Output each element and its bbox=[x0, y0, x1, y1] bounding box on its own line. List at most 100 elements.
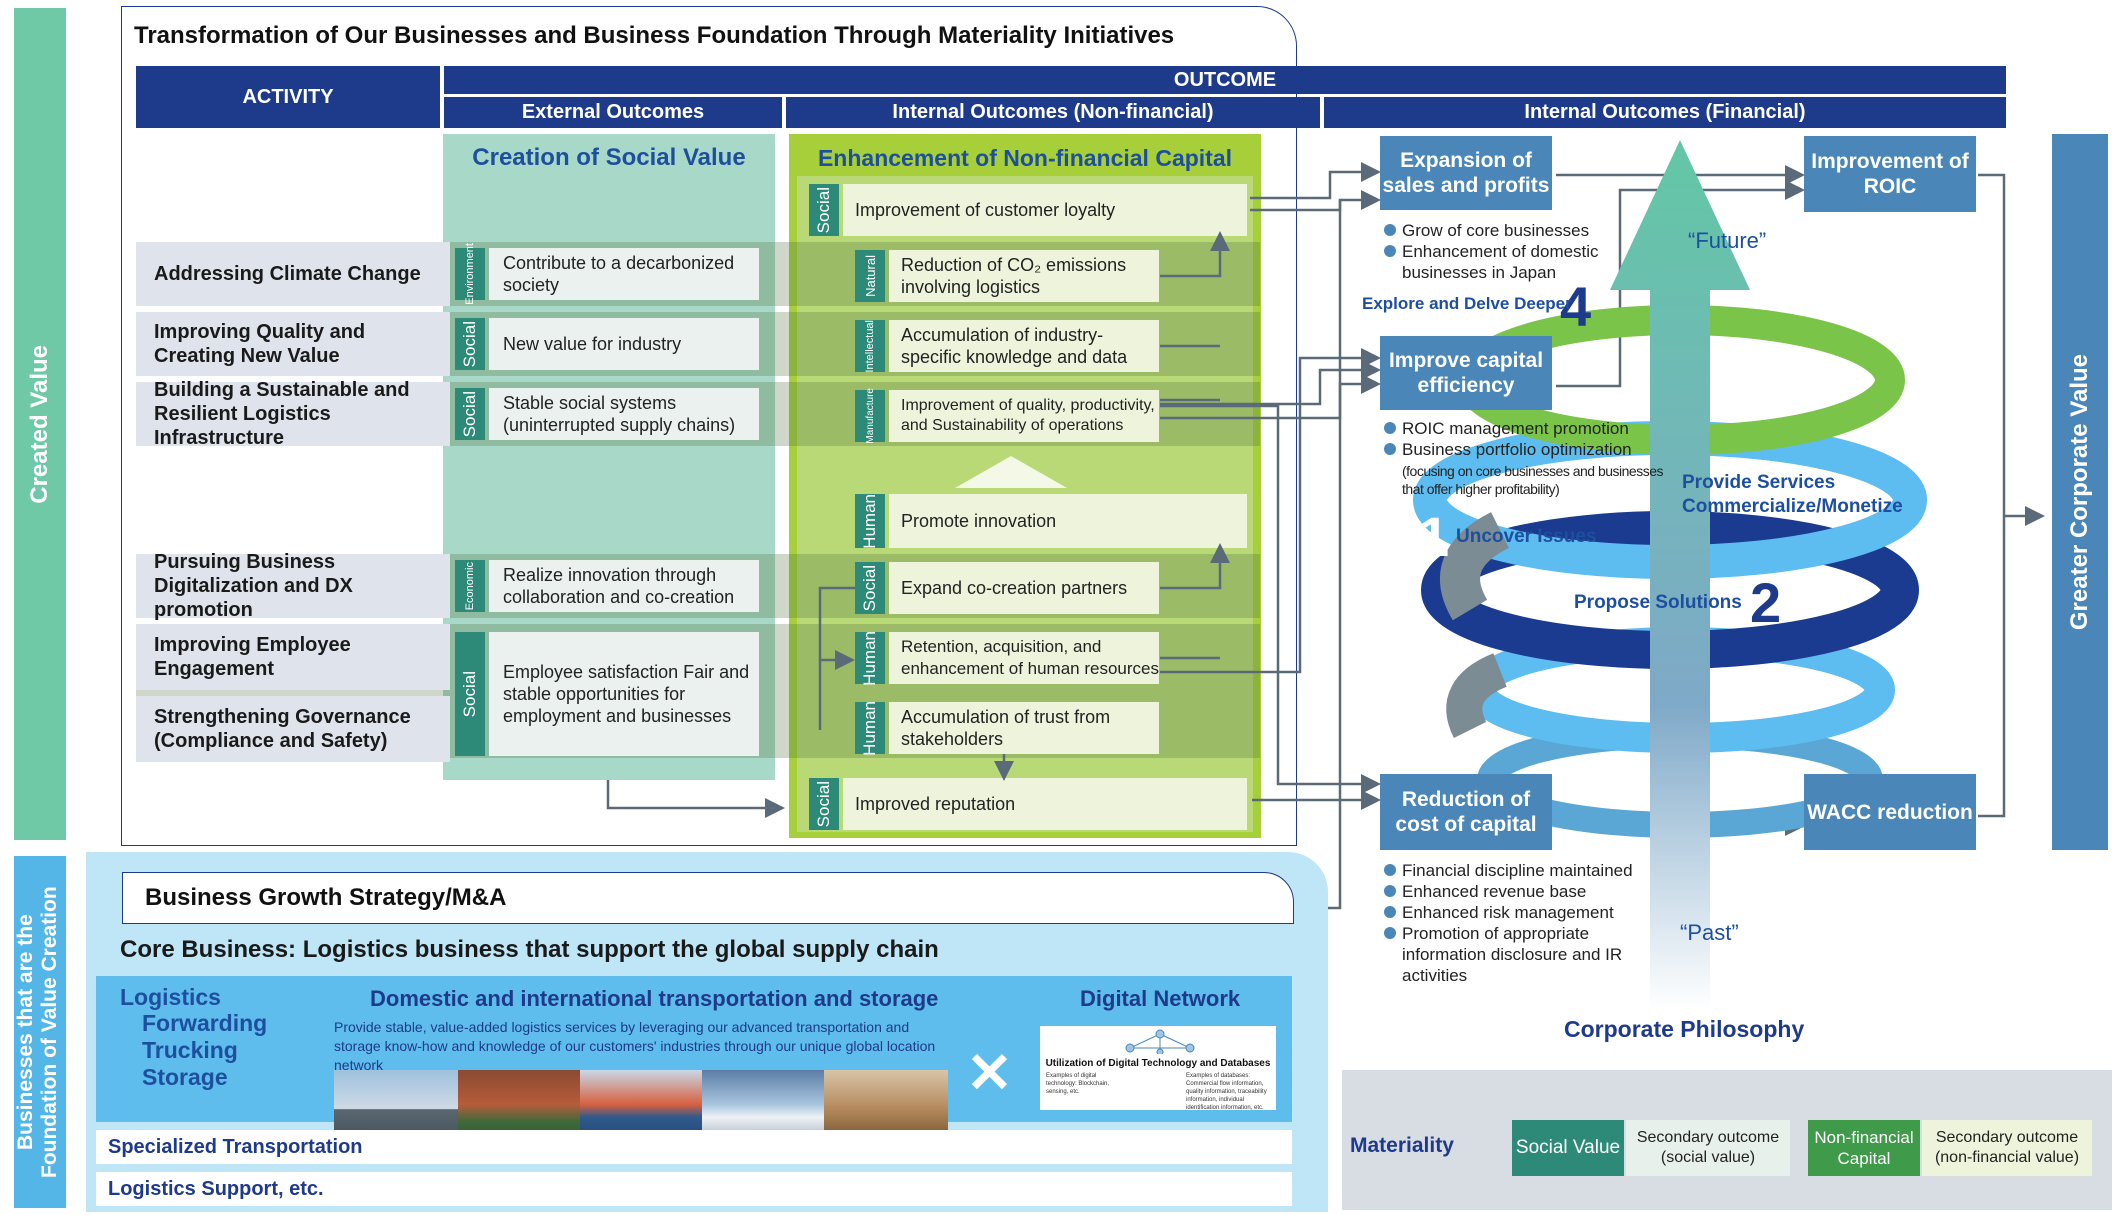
activity-header: ACTIVITY bbox=[136, 66, 440, 128]
domestic-title: Domestic and international transportatio… bbox=[370, 986, 939, 1011]
step-4-label: Explore and Delve Deeper bbox=[1362, 294, 1572, 313]
expansion-bullet: Grow of core businesses bbox=[1382, 220, 1612, 241]
nf-tag: Social bbox=[809, 184, 839, 236]
outcome-header: OUTCOME bbox=[444, 66, 2006, 94]
roic-box: Improvement of ROIC bbox=[1804, 136, 1976, 212]
nf-item: Improved reputation bbox=[843, 778, 1247, 830]
digital-title: Digital Network bbox=[1080, 986, 1241, 1011]
expansion-box: Expansion of sales and profits bbox=[1380, 136, 1552, 210]
capital-bullet: Business portfolio optimization bbox=[1382, 439, 1682, 460]
wacc-box: WACC reduction bbox=[1804, 774, 1976, 850]
cost-of-capital-box: Reduction of cost of capital bbox=[1380, 774, 1552, 850]
nf-item: Accumulation of trust from stakeholders bbox=[889, 702, 1159, 754]
sv-tag: Social bbox=[455, 388, 485, 440]
trucking-label: Trucking bbox=[142, 1037, 238, 1063]
expansion-bullets: Grow of core businesses Enhancement of d… bbox=[1382, 220, 1612, 283]
logistics-label: Logistics bbox=[120, 984, 221, 1010]
sv-item: Contribute to a decarbonized society bbox=[489, 248, 759, 300]
nf-tag: Social bbox=[855, 562, 885, 614]
times-icon: ✕ bbox=[966, 1041, 1013, 1104]
sv-tag: Social bbox=[455, 318, 485, 370]
nf-tag: Intellectual bbox=[855, 320, 885, 372]
internal-nonfin-header: Internal Outcomes (Non-financial) bbox=[786, 97, 1320, 128]
nf-item: Accumulation of industry-specific knowle… bbox=[889, 320, 1159, 372]
nf-item: Improvement of customer loyalty bbox=[843, 184, 1247, 236]
corporate-value-band: Greater Corporate Value bbox=[2052, 134, 2108, 850]
storage-label: Storage bbox=[142, 1064, 228, 1090]
digital-image-right: Examples of databases: Commercial flow i… bbox=[1186, 1073, 1267, 1111]
cost-bullet: Financial discipline maintained bbox=[1382, 860, 1662, 881]
nf-item: Improvement of quality, productivity, an… bbox=[889, 390, 1159, 442]
sv-tag: Social bbox=[455, 632, 485, 756]
internal-nonfin-header-label: Internal Outcomes (Non-financial) bbox=[892, 101, 1214, 123]
capital-bullets: ROIC management promotion Business portf… bbox=[1382, 418, 1682, 460]
future-label: “Future” bbox=[1688, 228, 1767, 253]
sv-item: Employee satisfaction Fair and stable op… bbox=[489, 632, 759, 756]
nf-item: Reduction of CO₂ emissions involving log… bbox=[889, 250, 1159, 302]
cost-bullet: Promotion of appropriate information dis… bbox=[1382, 923, 1662, 986]
specialized-label: Specialized Transportation bbox=[108, 1135, 363, 1158]
nf-item: Promote innovation bbox=[889, 494, 1247, 548]
step-1-number: 1 bbox=[1418, 505, 1450, 568]
activity-item: Pursuing Business Digitalization and DX … bbox=[136, 551, 450, 621]
internal-fin-header-label: Internal Outcomes (Financial) bbox=[1524, 101, 1806, 123]
digital-image: Utilization of Digital Technology and Da… bbox=[1040, 1026, 1276, 1111]
digital-image-left: Examples of digital technology: Blockcha… bbox=[1046, 1073, 1110, 1095]
step-2-number: 2 bbox=[1750, 571, 1782, 634]
digital-image-title: Utilization of Digital Technology and Da… bbox=[1045, 1058, 1271, 1069]
step-3-number: 3 bbox=[1926, 475, 1958, 538]
created-value-band: Created Value bbox=[14, 8, 66, 840]
legend-secondary-social: Secondary outcome (social value) bbox=[1626, 1120, 1790, 1176]
activity-item: Improving Employee Engagement bbox=[136, 624, 450, 690]
capital-bullet: ROIC management promotion bbox=[1382, 418, 1682, 439]
step-3-label-b: Commercialize/Monetize bbox=[1682, 496, 1903, 517]
step-4-number: 4 bbox=[1560, 275, 1592, 338]
activity-item: Improving Quality and Creating New Value bbox=[136, 312, 450, 376]
internal-fin-header: Internal Outcomes (Financial) bbox=[1324, 97, 2006, 128]
value-spiral bbox=[1413, 140, 1927, 1010]
foundation-band: Businesses that are the Foundation of Va… bbox=[14, 856, 66, 1208]
nf-tag: Human bbox=[855, 631, 885, 685]
core-business-label: Core Business: Logistics business that s… bbox=[120, 936, 939, 963]
outcome-header-label: OUTCOME bbox=[1173, 68, 1277, 91]
sv-tag: Environment bbox=[455, 243, 485, 305]
activity-item: Strengthening Governance (Compliance and… bbox=[136, 696, 450, 762]
past-label: “Past” bbox=[1680, 920, 1739, 945]
growth-strategy-box: Business Growth Strategy/M&A bbox=[122, 872, 1294, 924]
legend-materiality: Materiality bbox=[1350, 1134, 1454, 1157]
forwarding-label: Forwarding bbox=[142, 1010, 268, 1036]
step-1-label: Uncover Issues bbox=[1456, 526, 1597, 547]
up-chevron bbox=[955, 456, 1067, 488]
support-label: Logistics Support, etc. bbox=[108, 1177, 324, 1200]
growth-strategy-label: Business Growth Strategy/M&A bbox=[145, 884, 507, 911]
nf-tag: Social bbox=[809, 778, 839, 830]
nf-tag: Human bbox=[855, 701, 885, 755]
legend-nonfin-capital: Non-financial Capital bbox=[1808, 1120, 1920, 1176]
capital-efficiency-box: Improve capital efficiency bbox=[1380, 336, 1552, 410]
capital-note: (focusing on core businesses and busines… bbox=[1402, 463, 1664, 497]
cost-bullet: Enhanced revenue base bbox=[1382, 881, 1662, 902]
sv-item: New value for industry bbox=[489, 318, 759, 370]
nf-item: Retention, acquisition, and enhancement … bbox=[889, 632, 1159, 684]
nf-item: Expand co-creation partners bbox=[889, 562, 1159, 614]
activity-item: Addressing Climate Change bbox=[136, 242, 450, 306]
external-header-label: External Outcomes bbox=[521, 101, 705, 123]
expansion-bullet: Enhancement of domestic businesses in Ja… bbox=[1382, 241, 1612, 283]
step-2-label: Propose Solutions bbox=[1574, 592, 1742, 613]
nf-tag: Natural bbox=[855, 250, 885, 302]
legend-social-value: Social Value bbox=[1512, 1120, 1624, 1176]
domestic-desc: Provide stable, value-added logistics se… bbox=[334, 1019, 936, 1073]
sv-item: Stable social systems (uninterrupted sup… bbox=[489, 388, 759, 440]
support-row: Logistics Support, etc. bbox=[96, 1172, 1292, 1206]
activity-item: Building a Sustainable and Resilient Log… bbox=[136, 379, 450, 449]
sv-tag: Economic bbox=[455, 560, 485, 612]
main-frame bbox=[121, 6, 1297, 846]
cost-bullets: Financial discipline maintained Enhanced… bbox=[1382, 860, 1662, 986]
philosophy-label: Corporate Philosophy bbox=[1564, 1016, 1805, 1042]
network-icon bbox=[1125, 1029, 1195, 1054]
nonfin-title: Enhancement of Non-financial Capital bbox=[817, 144, 1233, 171]
specialized-row: Specialized Transportation bbox=[96, 1130, 1292, 1164]
nf-tag: Human bbox=[855, 494, 885, 548]
step-3-label-a: Provide Services bbox=[1682, 472, 1836, 493]
nf-tag: Manufacture bbox=[855, 388, 885, 444]
